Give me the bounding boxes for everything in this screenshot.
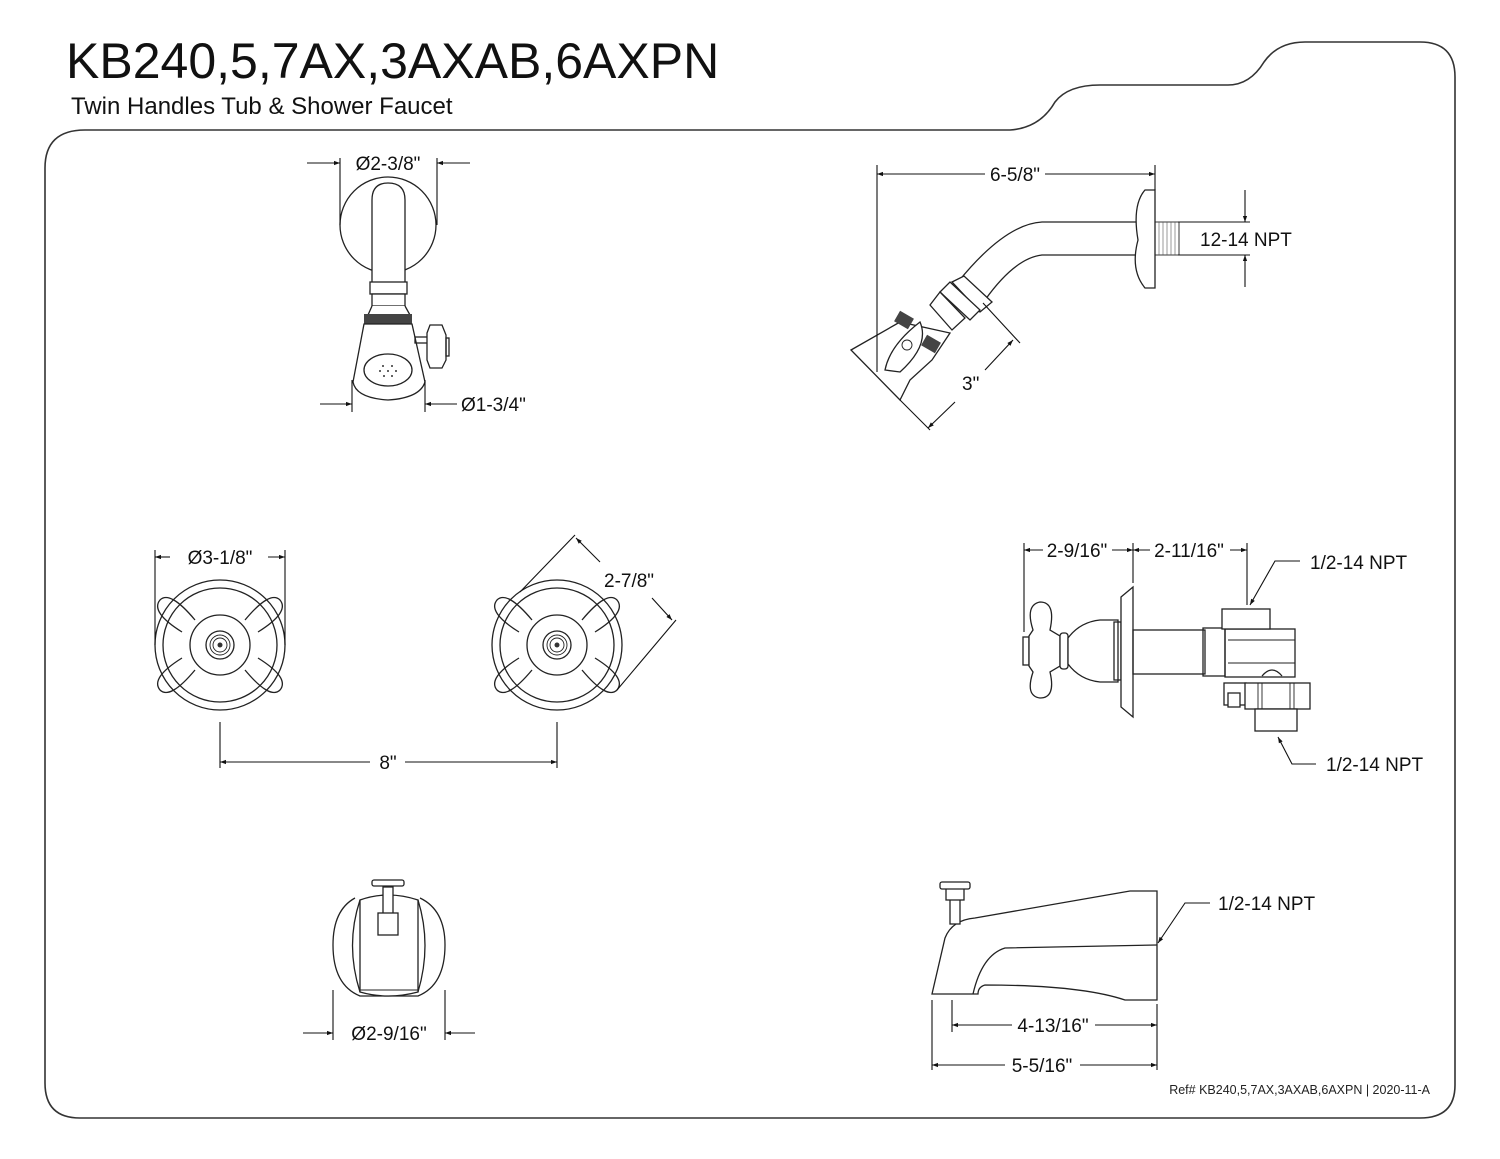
svg-text:2-9/16": 2-9/16" (1047, 541, 1108, 562)
shower-arm-side-view (849, 189, 1180, 402)
tub-spout-front-view (332, 879, 446, 997)
shower-head-front-view (339, 176, 450, 401)
svg-text:8": 8" (379, 753, 396, 774)
model-title: KB240,5,7AX,3AXAB,6AXPN (66, 33, 719, 89)
svg-text:6-5/8": 6-5/8" (990, 165, 1040, 186)
svg-text:2-7/8": 2-7/8" (604, 571, 654, 592)
dimension-arm-thread: 12-14 NPT (1178, 190, 1292, 287)
svg-text:4-13/16": 4-13/16" (1017, 1016, 1088, 1037)
dimension-head-length: 3" (899, 302, 1021, 431)
product-subtitle: Twin Handles Tub & Shower Faucet (71, 93, 453, 120)
dimension-handle-height: 2-7/8" (519, 534, 677, 691)
dimension-valve-depths: 2-9/16" 2-11/16" (1023, 541, 1248, 632)
dimension-spout-reach: 4-13/16" 5-5/16" (931, 1000, 1158, 1077)
dimension-spout-diameter: Ø2-9/16" (303, 990, 475, 1045)
callout-valve-top-thread: 1/2-14 NPT (1249, 553, 1408, 606)
sheet-border (44, 41, 1456, 1119)
dimension-handle-diameter: Ø3-1/8" (154, 548, 286, 645)
dimension-handle-spacing: 8" (219, 722, 558, 774)
handle-front-view-left (154, 579, 286, 711)
dimension-arm-reach: 6-5/8" (876, 165, 1156, 372)
svg-text:2-11/16": 2-11/16" (1154, 541, 1224, 562)
svg-text:3": 3" (962, 374, 979, 395)
callout-spout-thread: 1/2-14 NPT (1157, 894, 1316, 944)
svg-text:Ø2-9/16": Ø2-9/16" (351, 1024, 426, 1045)
valve-side-view (1022, 585, 1311, 732)
dimension-flange-diameter: Ø2-3/8" (307, 154, 470, 225)
svg-text:Ø1-3/4": Ø1-3/4" (461, 395, 526, 416)
svg-text:1/2-14 NPT: 1/2-14 NPT (1326, 755, 1424, 776)
callout-valve-bottom-thread: 1/2-14 NPT (1277, 736, 1424, 776)
reference-footer: Ref# KB240,5,7AX,3AXAB,6AXPN | 2020-11-A (1169, 1083, 1430, 1097)
svg-text:Ø3-1/8": Ø3-1/8" (188, 548, 253, 569)
dimension-head-diameter: Ø1-3/4" (320, 380, 526, 416)
svg-text:5-5/16": 5-5/16" (1012, 1056, 1073, 1077)
svg-text:1/2-14 NPT: 1/2-14 NPT (1218, 894, 1316, 915)
tub-spout-side-view (931, 881, 1158, 1001)
handle-front-view-right (491, 579, 623, 711)
svg-text:12-14 NPT: 12-14 NPT (1200, 230, 1292, 251)
svg-text:Ø2-3/8": Ø2-3/8" (356, 154, 421, 175)
svg-text:1/2-14 NPT: 1/2-14 NPT (1310, 553, 1408, 574)
